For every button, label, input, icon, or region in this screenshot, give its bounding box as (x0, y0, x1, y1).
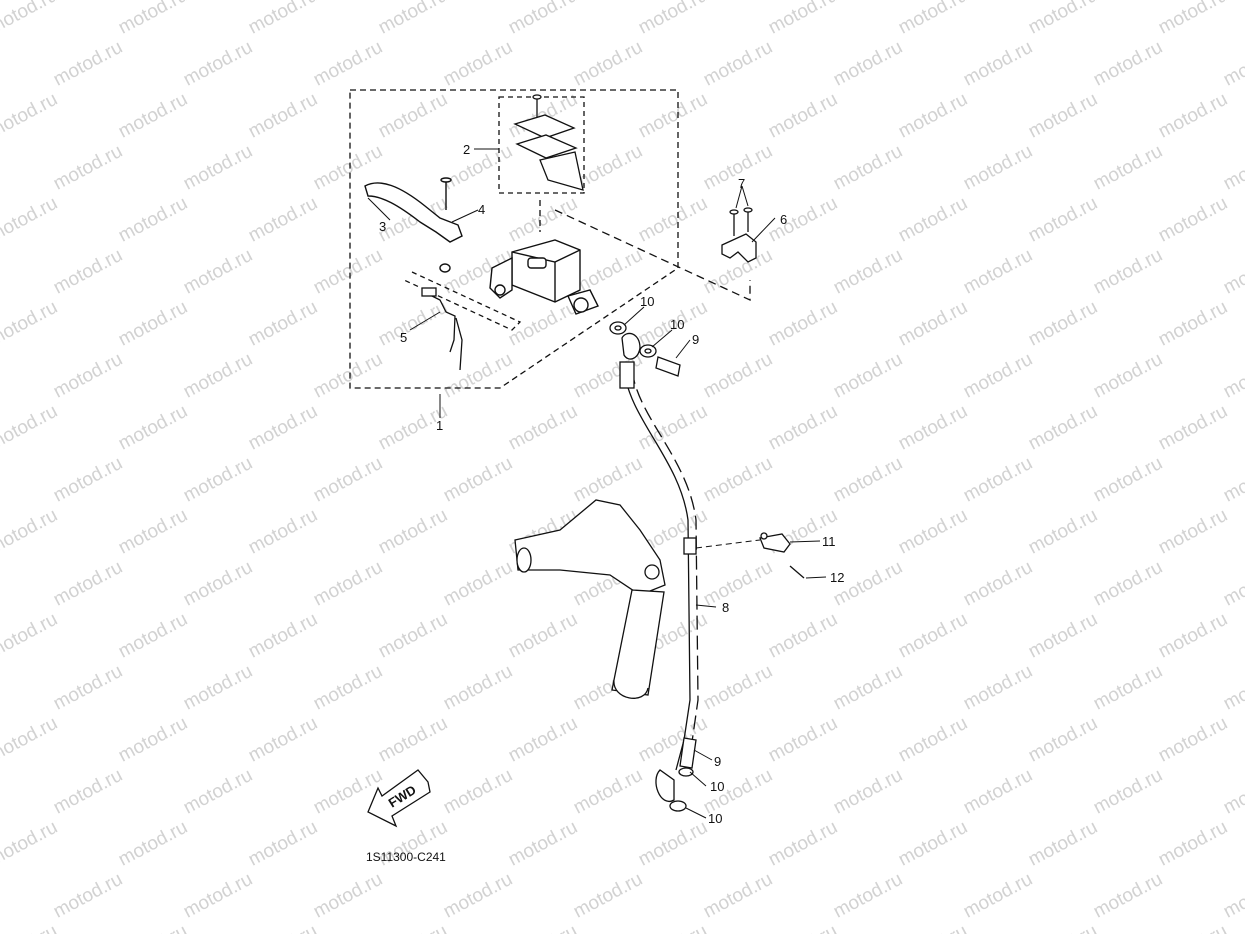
brake-hose (619, 361, 699, 773)
fwd-arrow-icon: FWD (367, 769, 431, 828)
diagram-code: 1S11300-C241 (366, 850, 446, 864)
callout-10-lower-b: 10 (708, 811, 722, 826)
callout-2: 2 (463, 142, 470, 157)
clamp-leader-line (554, 209, 751, 302)
handlebar-holder (721, 207, 757, 263)
callout-7: 7 (738, 176, 745, 191)
callout-1: 1 (436, 418, 443, 433)
master-cylinder (489, 239, 599, 315)
callout-8: 8 (722, 600, 729, 615)
callout-11: 11 (822, 534, 836, 549)
upper-washers-bolt (609, 321, 681, 377)
callout-9-upper: 9 (692, 332, 699, 347)
assembly-outline (349, 89, 679, 389)
reservoir-cap (513, 94, 584, 191)
callout-5: 5 (400, 330, 407, 345)
brake-lever (364, 177, 463, 273)
callout-12: 12 (830, 570, 844, 585)
callout-10-upper-b: 10 (670, 317, 684, 332)
callout-4: 4 (478, 202, 485, 217)
callout-10-upper-a: 10 (640, 294, 654, 309)
lower-washers-bolt (655, 737, 697, 812)
front-brake-switch (421, 287, 463, 371)
callout-9-lower: 9 (714, 754, 721, 769)
callout-10-lower-a: 10 (710, 779, 724, 794)
fork-bracket (514, 499, 666, 699)
callout-6: 6 (780, 212, 787, 227)
callout-3: 3 (379, 219, 386, 234)
hose-guide (759, 532, 805, 579)
